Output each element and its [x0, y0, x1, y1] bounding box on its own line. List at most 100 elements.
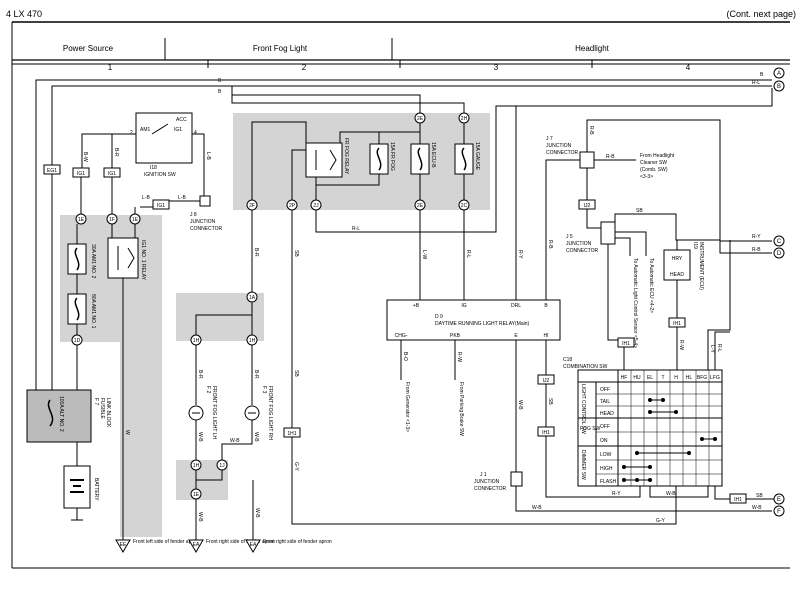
fusible-link-name2: LINK BLOCK [105, 398, 111, 428]
wire-rl-2j [315, 88, 773, 233]
j5-connector [600, 221, 616, 245]
ign-switch-blade [151, 123, 169, 135]
wire-label-ry2: R-Y [612, 491, 621, 497]
wire-label-sb1: SB [547, 398, 553, 405]
wire-j5-sensor [615, 237, 631, 256]
j1-id: J 1 [480, 472, 487, 478]
instrument-head: HEAD [670, 272, 684, 278]
j8-id: J 8 [190, 212, 197, 218]
column-3: 3 [494, 63, 499, 72]
wire-label-wb8: W-B [197, 512, 203, 522]
f3-name: FRONT FOG LIGHT RH [267, 386, 273, 440]
c18-col-hf: HF [621, 375, 628, 381]
wire-relay-fog-top [339, 131, 379, 143]
wire-lb-j8 [140, 200, 200, 208]
conn-2e-label: 2E [417, 203, 424, 209]
offpage-b[interactable] [773, 80, 785, 92]
relay-ig1-label: IG1 NO. 1 RELAY [140, 240, 146, 281]
fuse-am1-no2-symbol [74, 247, 80, 271]
fusible-link-area [26, 389, 92, 443]
wire-label-ry1: R-Y [517, 250, 523, 259]
fuse-fr-fog-symbol [376, 147, 382, 171]
wire-sb-j5-top [614, 213, 772, 242]
wire-j5-down [607, 244, 624, 341]
wire-label-rb7: B-R [253, 370, 259, 379]
connector-eg1[interactable] [43, 164, 61, 175]
wire-b-top-1 [35, 79, 772, 390]
wire-rb-top [586, 119, 772, 254]
wire-label-rb4: R-B [752, 247, 761, 253]
conn-1f-label: 1F [109, 217, 115, 223]
fuse-gauge-symbol [461, 147, 467, 171]
wire-bw-ign [81, 133, 136, 168]
from-parking: From Parking Brake SW [458, 382, 464, 436]
c18-row-flash: FLASH [600, 479, 617, 485]
wire-label-gy2: G-Y [656, 518, 666, 524]
j5-id: J 5 [566, 234, 573, 240]
wire-1a-split [195, 302, 253, 336]
column-2: 2 [302, 63, 307, 72]
c18-light-control: LIGHT CONTROL SW [580, 384, 586, 434]
fr-fog-relay-label: FR FOG RELAY [343, 138, 349, 175]
wire-label-wb1: W-B [517, 400, 523, 410]
wire-label-sb4: SB [293, 250, 299, 257]
conn-2p-label: 2P [289, 203, 296, 209]
connector-ig1-b-label: IG1 [108, 171, 116, 177]
c18-col-t: T [661, 375, 664, 381]
offpage-a[interactable] [773, 67, 785, 79]
offpage-d[interactable] [773, 247, 785, 259]
offpage-f[interactable] [773, 505, 785, 517]
wire-ly-c18 [707, 240, 731, 370]
wire-label-sb2: SB [636, 208, 643, 214]
wire-label-rl3: R-L [716, 344, 722, 352]
conn-1j-label: 1J [219, 463, 225, 469]
c18-id: C18 [563, 357, 572, 363]
wire-label-rl2: R-L [465, 250, 471, 258]
fuse-fr-fog-label: 15A FR FOG [389, 142, 395, 171]
j7-from4: <3-3> [640, 174, 653, 180]
wire-label-wb4: W-B [666, 491, 676, 497]
connector-ig1-c[interactable] [152, 199, 170, 210]
wire-gy [291, 437, 677, 525]
wire-label-sb3: SB [756, 493, 763, 499]
ground-ea-right-text: Front right side of fender apron [263, 539, 332, 545]
conn-1a-label: 1A [249, 295, 256, 301]
j1-name1: JUNCTION [474, 479, 500, 485]
drl-pin-e: E [514, 333, 518, 339]
offpage-c[interactable] [773, 235, 785, 247]
wire-label-b1: B [760, 72, 764, 78]
wire-label-wb9: W-B [254, 508, 260, 518]
wire-label-lb2: L-B [178, 195, 186, 201]
drl-pin-b: +B [413, 303, 420, 309]
ignition-switch [135, 112, 193, 164]
wire-label-lb1: L-B [205, 152, 211, 160]
connector-ih1-b[interactable] [617, 337, 635, 348]
wire-label-wb3: W-B [532, 505, 542, 511]
wire-r-b-drl [545, 159, 584, 300]
wire-label-wb6: W-B [197, 432, 203, 442]
wire-label-wb2: W-B [752, 505, 762, 511]
conn-1h-rh-label: 1H [249, 338, 256, 344]
fusible-link-name1: FUSIBLE [99, 398, 105, 420]
conn-2j-label: 2J [313, 203, 319, 209]
conn-2h-top-label: 2H [461, 116, 468, 122]
drl-relay [386, 299, 561, 341]
c18-col-hu: HU [633, 375, 641, 381]
connector-ih1-a-label: IH1 [542, 430, 550, 436]
f2-id: F 2 [205, 386, 211, 393]
conn-1e-a[interactable] [75, 213, 87, 225]
ign-am1: AM1 [140, 127, 151, 133]
wire-label-lw: L-W [421, 250, 427, 259]
j5-name1: JUNCTION [566, 241, 592, 247]
section-headlight: Headlight [575, 44, 610, 53]
fuse-gauge-label: 15A GAUGE [474, 142, 480, 171]
drl-pin-hi: HI [544, 333, 549, 339]
j1-name2: CONNECTOR [474, 486, 507, 492]
offpage-b-label: B [777, 84, 781, 90]
j7-from2: Cleaner SW [640, 160, 667, 166]
wire-b-top-2 [51, 85, 772, 390]
wire-j5-ecu [615, 231, 647, 256]
from-generator: From Generator <1-3> [404, 382, 410, 432]
wire-label-lb3: L-B [142, 195, 150, 201]
